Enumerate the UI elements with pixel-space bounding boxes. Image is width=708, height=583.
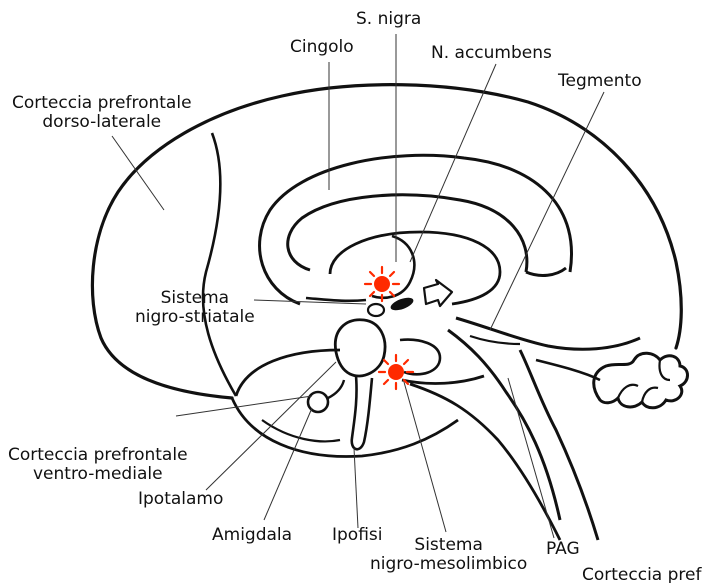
- label-corteccia-partial: Corteccia pref: [582, 566, 701, 583]
- label-sistema-nigro-mesolimbico: Sistema nigro-mesolimbico: [370, 536, 527, 574]
- label-s-nigra: S. nigra: [356, 10, 421, 29]
- midbrain: [400, 340, 440, 375]
- label-cpf-vm-line1: Corteccia prefrontale: [8, 446, 188, 465]
- label-sns-line1: Sistema: [135, 289, 255, 308]
- sun-marker: [365, 267, 399, 301]
- black-oval: [389, 295, 415, 313]
- label-n-accumbens: N. accumbens: [431, 44, 552, 63]
- amigdala-shape: [308, 392, 328, 412]
- sun-marker: [379, 355, 413, 389]
- cerebellum: [594, 353, 688, 408]
- label-cpf-dl-line1: Corteccia prefrontale: [12, 94, 192, 113]
- label-pag: PAG: [546, 540, 580, 559]
- label-tegmento: Tegmento: [558, 72, 642, 91]
- frontal-boundary: [203, 133, 236, 396]
- label-cpf-dl-line2: dorso-laterale: [12, 113, 192, 132]
- label-snm-line2: nigro-mesolimbico: [370, 555, 527, 574]
- ipofisi-stalk: [352, 376, 372, 449]
- label-sns-line2: nigro-striatale: [135, 308, 255, 327]
- label-cpf-vm-line2: ventro-mediale: [8, 465, 188, 484]
- label-snm-line1: Sistema: [370, 536, 527, 555]
- label-cpf-ventro-mediale: Corteccia prefrontale ventro-mediale: [8, 446, 188, 484]
- ipotalamo-shape: [335, 320, 385, 376]
- label-amigdala: Amigdala: [212, 526, 292, 545]
- label-sistema-nigro-striatale: Sistema nigro-striatale: [135, 289, 255, 327]
- outlined-arrow-icon: [424, 280, 452, 306]
- brainstem: [456, 318, 640, 349]
- cingulate-outer: [260, 155, 572, 304]
- label-cpf-dorso-laterale: Corteccia prefrontale dorso-laterale: [12, 94, 192, 132]
- label-cingolo: Cingolo: [290, 38, 354, 57]
- label-ipotalamo: Ipotalamo: [138, 490, 223, 509]
